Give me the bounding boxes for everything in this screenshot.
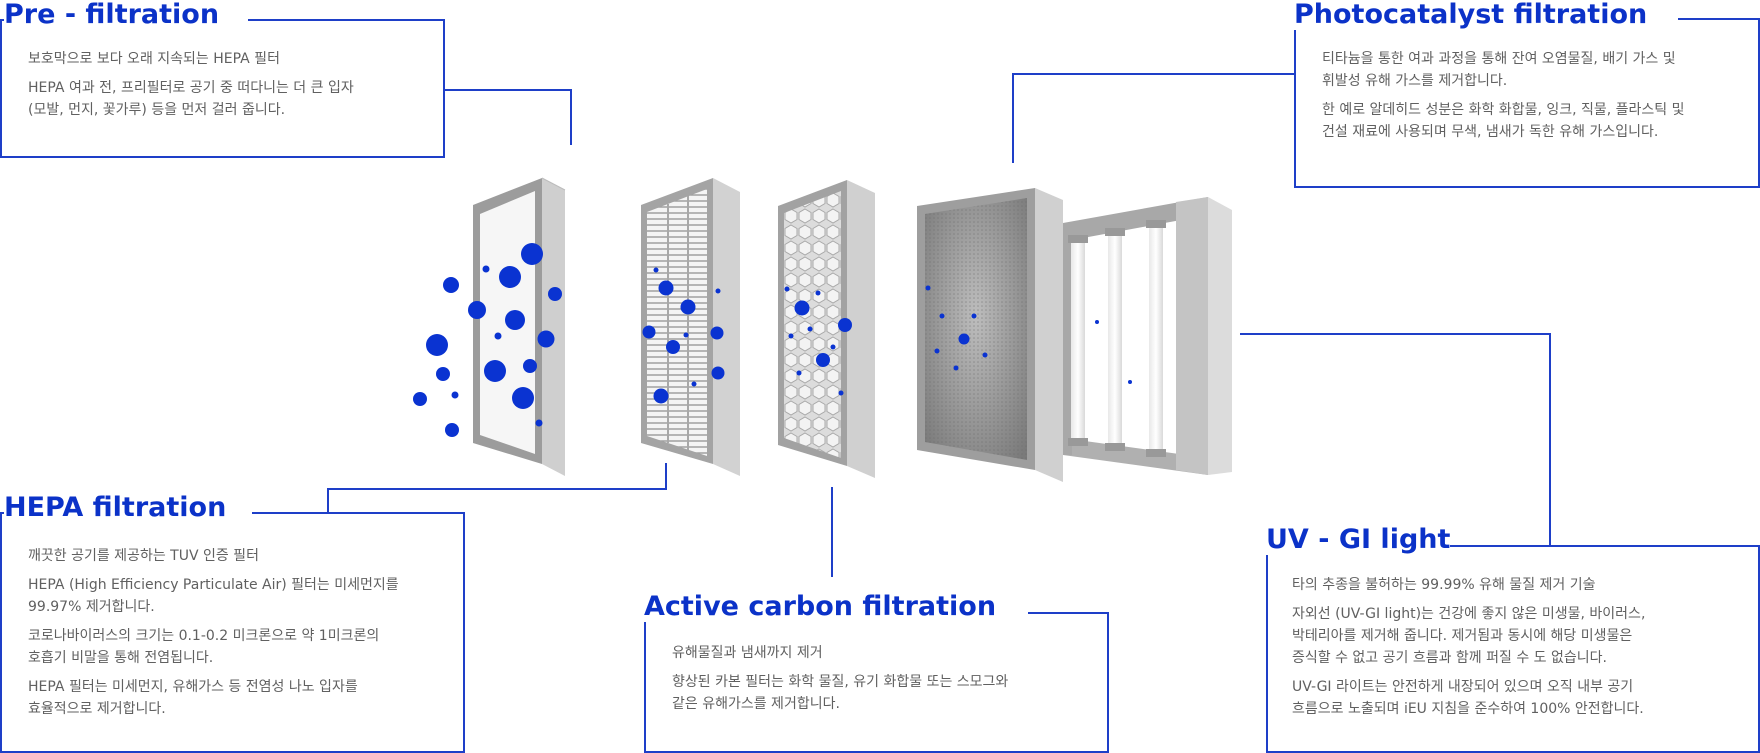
photocatalyst-layer — [917, 188, 1063, 482]
uv-body: 타의 추종을 불허하는 99.99% 유해 물질 제거 기술 자외선 (UV-G… — [1292, 574, 1754, 727]
uv-title: UV - GI light — [1266, 524, 1451, 555]
uv-lamp-layer — [1063, 197, 1232, 475]
prefilter-body: 보호막으로 보다 오래 지속되는 HEPA 필터 HEPA 여과 전, 프리필터… — [28, 48, 438, 128]
connector-pre-drop — [570, 89, 572, 145]
uv-subtitle: 타의 추종을 불허하는 99.99% 유해 물질 제거 기술 — [1292, 577, 1596, 593]
uv-box — [1266, 545, 1760, 753]
photocatalyst-paragraph: 한 예로 알데히드 성분은 화학 화합물, 잉크, 직물, 플라스틱 및 건설 … — [1322, 102, 1685, 140]
carbon-title: Active carbon filtration — [644, 592, 1028, 622]
connector-hepa-drop — [327, 488, 329, 513]
hepa-body: 깨끗한 공기를 제공하는 TUV 인증 필터 HEPA (High Effici… — [28, 545, 460, 727]
particles — [413, 243, 1132, 437]
hepa-paragraph-2: 코로나바이러스의 크기는 0.1-0.2 미크론으로 약 1미크론의 호흡기 비… — [28, 628, 380, 666]
connector-carbon — [831, 487, 833, 577]
carbon-layer — [778, 180, 875, 478]
photocatalyst-body: 티타늄을 통한 여과 과정을 통해 잔여 오염물질, 배기 가스 및 휘발성 유… — [1322, 48, 1754, 150]
connector-photo-h — [1012, 73, 1296, 75]
hepa-layer — [641, 178, 740, 476]
connector-photo-v — [1012, 73, 1014, 163]
prefilter-title: Pre - filtration — [4, 0, 248, 30]
carbon-body: 유해물질과 냄새까지 제거 향상된 카본 필터는 화학 물질, 유기 화합물 또… — [672, 642, 1102, 722]
carbon-paragraph: 향상된 카본 필터는 화학 물질, 유기 화합물 또는 스모그와 같은 유해가스… — [672, 674, 1009, 712]
hepa-paragraph-1: HEPA (High Efficiency Particulate Air) 필… — [28, 577, 399, 615]
hepa-subtitle: 깨끗한 공기를 제공하는 TUV 인증 필터 — [28, 548, 259, 564]
uv-paragraph-2: UV-GI 라이트는 안전하게 내장되어 있으며 오직 내부 공기 흐름으로 노… — [1292, 679, 1644, 717]
connector-uv-h — [1240, 333, 1551, 335]
photocatalyst-title: Photocatalyst filtration — [1294, 0, 1678, 30]
hepa-title: HEPA filtration — [4, 493, 252, 523]
connector-uv-v — [1549, 333, 1551, 545]
hepa-paragraph-3: HEPA 필터는 미세먼지, 유해가스 등 전염성 나노 입자를 효율적으로 제… — [28, 679, 358, 717]
connector-hepa-h — [327, 488, 667, 490]
connector-hepa-up — [665, 463, 667, 490]
connector-pre — [444, 89, 572, 91]
photocatalyst-subtitle: 티타늄을 통한 여과 과정을 통해 잔여 오염물질, 배기 가스 및 휘발성 유… — [1322, 51, 1676, 89]
carbon-subtitle: 유해물질과 냄새까지 제거 — [672, 645, 823, 661]
prefilter-subtitle: 보호막으로 보다 오래 지속되는 HEPA 필터 — [28, 51, 280, 67]
uv-paragraph-1: 자외선 (UV-GI light)는 건강에 좋지 않은 미생물, 바이러스, … — [1292, 606, 1646, 666]
prefilter-paragraph: HEPA 여과 전, 프리필터로 공기 중 떠다니는 더 큰 입자 (모발, 먼… — [28, 80, 354, 118]
